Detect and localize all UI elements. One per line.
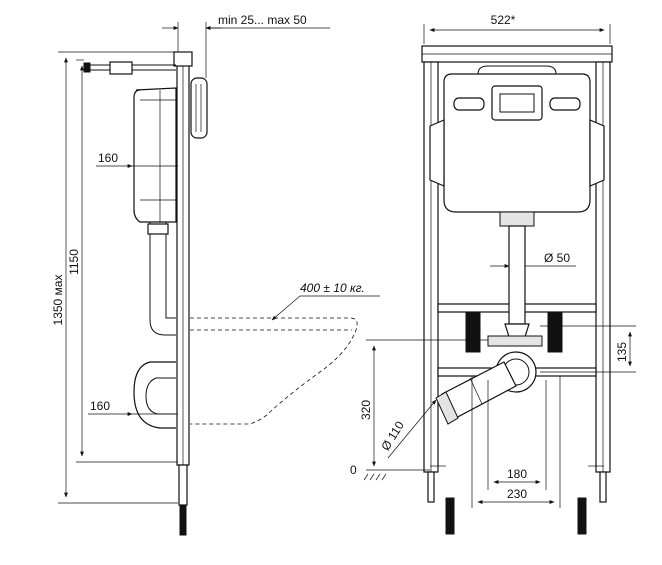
- max-height-dimension: 1350 мах: [51, 51, 178, 504]
- floor-label: 0: [350, 463, 357, 477]
- side-outlet-connector: [133, 361, 176, 429]
- side-view: 400 ± 10 кг. min 25... max 50 1350 мах 1…: [51, 13, 380, 536]
- floor-level: 0: [350, 463, 430, 481]
- inner-spacing-label: 180: [507, 467, 527, 481]
- outlet-depth-dimension: 160: [88, 399, 178, 416]
- max-height-label: 1350 мах: [51, 275, 65, 326]
- wall-gap-label: min 25... max 50: [218, 13, 307, 27]
- mounting-brackets: [465, 311, 563, 353]
- side-flush-pipe: [147, 222, 176, 336]
- tank-depth-label: 160: [98, 151, 118, 165]
- flush-plate: [190, 77, 208, 139]
- bolt-spacing-dimension: 135: [540, 325, 636, 373]
- outlet-height-label: 320: [359, 400, 373, 420]
- outer-spacing-label: 230: [507, 487, 527, 501]
- tank-depth-dimension: 160: [96, 151, 178, 168]
- side-frame-post: [173, 51, 193, 536]
- front-view: 522*: [350, 13, 636, 535]
- anchor-bolts: [430, 465, 604, 535]
- bolt-spacing-label: 135: [615, 342, 629, 362]
- pipe-diameter-label: Ø 50: [544, 251, 570, 265]
- pipe-diameter-dimension: Ø 50: [490, 251, 576, 268]
- wall-gap-dimension: min 25... max 50: [162, 13, 330, 78]
- wall-anchor-rod: [83, 61, 176, 75]
- height-label: 1150: [67, 249, 81, 275]
- height-dimension: 1150: [67, 59, 178, 463]
- width-dimension: 522*: [423, 13, 611, 44]
- load-label: 400 ± 10 кг.: [300, 281, 365, 295]
- front-flush-pipe: [499, 211, 535, 341]
- wall-hung-bowl: [190, 317, 358, 425]
- horizontal-spacing-dimensions: 180 230: [471, 376, 561, 508]
- outlet-diameter-label: Ø 110: [378, 418, 407, 453]
- width-label: 522*: [491, 13, 516, 27]
- side-cistern: [133, 87, 177, 223]
- outlet-depth-label: 160: [90, 399, 110, 413]
- outlet-height-dimension: 320: [359, 339, 488, 467]
- front-cistern: [429, 65, 605, 213]
- load-annotation: 400 ± 10 кг.: [271, 281, 380, 321]
- drain-outlet: [435, 351, 537, 425]
